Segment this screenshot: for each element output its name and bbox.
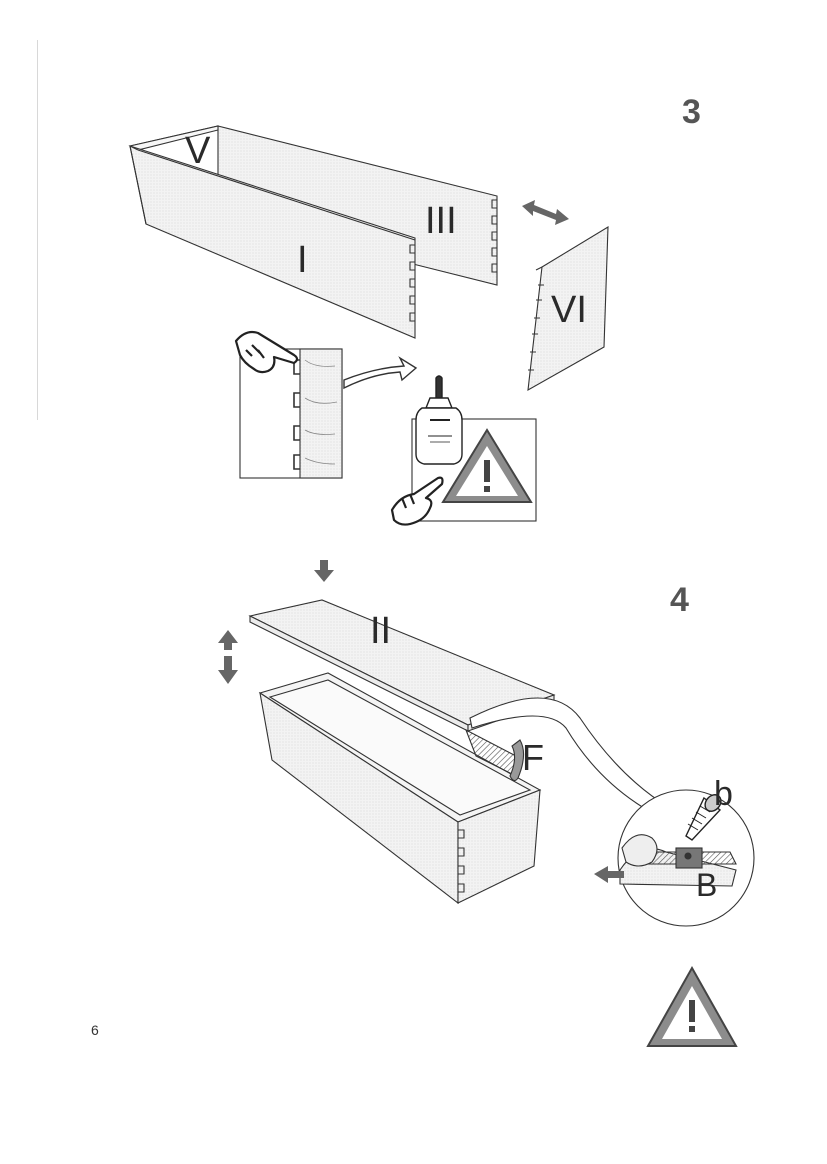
step-4-illustration bbox=[248, 599, 556, 905]
step-3-illustration bbox=[128, 125, 609, 392]
glue-bottle-icon bbox=[415, 375, 463, 465]
part-label-v: V bbox=[185, 130, 211, 172]
pointing-hand-icon bbox=[234, 330, 299, 374]
step-3-number: 3 bbox=[682, 93, 701, 131]
part-label-f: F bbox=[522, 737, 544, 778]
part-label-b-upper: B bbox=[696, 867, 717, 903]
part-label-i: I bbox=[297, 239, 308, 281]
box-end-panel bbox=[457, 789, 541, 904]
part-label-vi: VI bbox=[551, 289, 587, 331]
joint-detail-inset bbox=[239, 348, 343, 479]
part-label-iii: III bbox=[425, 200, 457, 242]
screw-icon bbox=[685, 794, 722, 841]
part-label-ii: II bbox=[370, 610, 391, 652]
page-margin-rule bbox=[37, 40, 38, 420]
left-arrow-icon bbox=[594, 866, 624, 883]
down-arrow-icon bbox=[314, 560, 334, 582]
outline-arrow-icon bbox=[343, 356, 418, 390]
up-down-arrow-icon bbox=[218, 630, 238, 684]
part-label-b-lower: b bbox=[714, 775, 733, 813]
double-arrow-icon bbox=[522, 200, 569, 225]
step-4-number: 4 bbox=[670, 581, 689, 619]
warning-triangle-icon bbox=[646, 965, 738, 1047]
panel-vi bbox=[527, 226, 609, 392]
page-number: 6 bbox=[91, 1022, 99, 1038]
handle-detail-circle bbox=[617, 789, 755, 927]
warning-triangle-icon bbox=[441, 428, 533, 503]
pointing-hand-icon bbox=[390, 476, 444, 526]
